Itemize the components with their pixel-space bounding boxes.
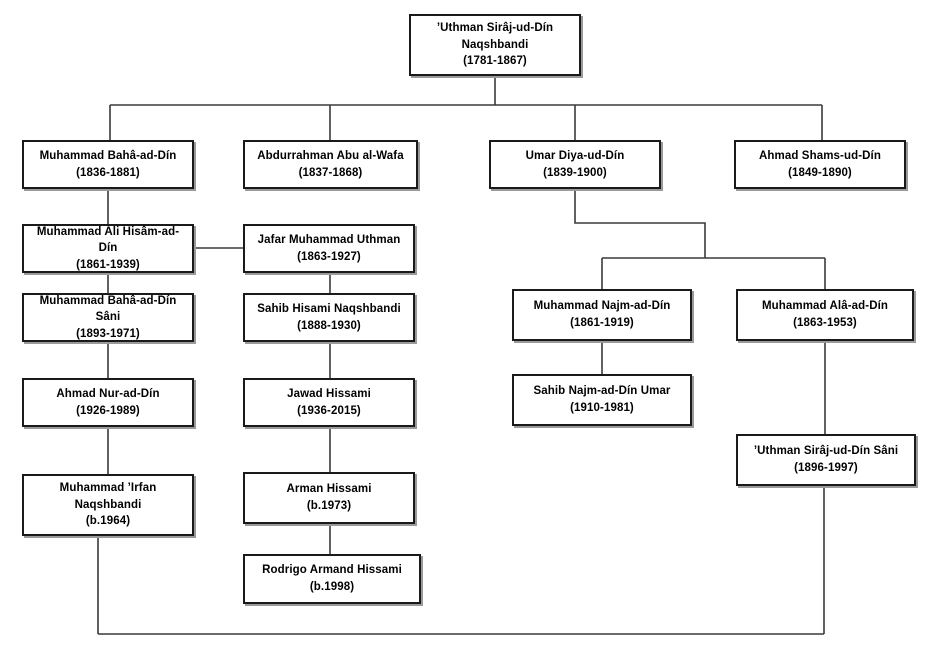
node-years: (1836-1881) — [76, 166, 140, 179]
node-name-line1: Ahmad Nur-ad-Dín — [56, 387, 160, 400]
node-name-line1: Arman Hissami — [286, 483, 372, 496]
node-name-line1: Muhammad ’Irfan — [59, 481, 157, 494]
node-arman-hissami[interactable]: Arman Hissami (b.1973) — [243, 472, 415, 524]
node-name-line1: Muhammad Alâ-ad-Dín — [761, 300, 889, 313]
node-name-line2: Naqshbandi — [461, 38, 529, 51]
node-years: (b.1973) — [306, 500, 352, 512]
node-muhammad-baha-ad-din[interactable]: Muhammad Bahâ-ad-Dín (1836-1881) — [22, 140, 194, 189]
node-name-line1: Ahmad Shams-ud-Dín — [759, 149, 881, 162]
node-abdurrahman-abu-al-wafa[interactable]: Abdurrahman Abu al-Wafa (1837-1868) — [243, 140, 418, 189]
node-years: (1863-1927) — [297, 250, 361, 263]
node-years: (1910-1981) — [570, 402, 634, 414]
node-name-line1: ’Uthman Sirâj-ud-Dín Sâni — [753, 445, 899, 458]
node-years: (1893-1971) — [76, 327, 140, 340]
node-umar-diya-ud-din[interactable]: Umar Diya-ud-Dín (1839-1900) — [489, 140, 661, 189]
node-muhammad-ala-ad-din[interactable]: Muhammad Alâ-ad-Dín (1863-1953) — [736, 289, 914, 341]
node-name-line1: Sahib Najm-ad-Dín Umar — [533, 385, 671, 398]
node-name-line1: Abdurrahman Abu al-Wafa — [257, 149, 404, 162]
node-name-line2: Naqshbandi — [74, 498, 142, 511]
node-years: (1781-1867) — [463, 55, 527, 68]
node-muhammad-baha-ad-din-sani[interactable]: Muhammad Bahâ-ad-Dín Sâni (1893-1971) — [22, 293, 194, 342]
node-name-line1: Muhammad Ali Hisâm-ad-Dín — [36, 225, 180, 255]
node-years: (1849-1890) — [788, 166, 852, 179]
node-uthman-siraj-ud-din-sani[interactable]: ’Uthman Sirâj-ud-Dín Sâni (1896-1997) — [736, 434, 916, 486]
node-rodrigo-armand-hissami[interactable]: Rodrigo Armand Hissami (b.1998) — [243, 554, 421, 604]
node-years: (1861-1939) — [76, 258, 140, 271]
node-sahib-hisami-naqshbandi[interactable]: Sahib Hisami Naqshbandi (1888-1930) — [243, 293, 415, 342]
node-years: (1896-1997) — [794, 462, 858, 474]
node-years: (1863-1953) — [793, 317, 857, 329]
node-years: (b.1998) — [309, 581, 355, 593]
node-jafar-muhammad-uthman[interactable]: Jafar Muhammad Uthman (1863-1927) — [243, 224, 415, 273]
node-name-line1: Rodrigo Armand Hissami — [262, 564, 402, 577]
node-muhammad-ali-hisam-ad-din[interactable]: Muhammad Ali Hisâm-ad-Dín (1861-1939) — [22, 224, 194, 273]
node-years: (1861-1919) — [570, 317, 634, 329]
node-name-line1: Jafar Muhammad Uthman — [257, 233, 401, 246]
node-muhammad-najm-ad-din[interactable]: Muhammad Najm-ad-Dín (1861-1919) — [512, 289, 692, 341]
node-name-line1: Sahib Hisami Naqshbandi — [257, 302, 401, 315]
node-years: (b.1964) — [85, 515, 131, 528]
node-years: (1837-1868) — [298, 166, 363, 179]
node-years: (1888-1930) — [297, 319, 361, 332]
node-name-line1: Jawad Hissami — [287, 387, 371, 400]
edge-umar-drop — [574, 189, 706, 258]
node-years: (1839-1900) — [543, 166, 607, 179]
node-ahmad-nur-ad-din[interactable]: Ahmad Nur-ad-Dín (1926-1989) — [22, 378, 194, 427]
node-name-line1: Muhammad Bahâ-ad-Dín — [39, 149, 177, 162]
node-ahmad-shams-ud-din[interactable]: Ahmad Shams-ud-Dín (1849-1890) — [734, 140, 906, 189]
node-sahib-najm-ad-din-umar[interactable]: Sahib Najm-ad-Dín Umar (1910-1981) — [512, 374, 692, 426]
node-jawad-hissami[interactable]: Jawad Hissami (1936-2015) — [243, 378, 415, 427]
node-name-line1: Muhammad Bahâ-ad-Dín Sâni — [39, 294, 177, 324]
node-years: (1926-1989) — [76, 404, 140, 417]
node-years: (1936-2015) — [297, 404, 361, 417]
node-name-line1: ’Uthman Sirâj-ud-Dín — [436, 21, 554, 34]
node-name-line1: Muhammad Najm-ad-Dín — [533, 300, 671, 313]
node-name-line1: Umar Diya-ud-Dín — [525, 149, 625, 162]
